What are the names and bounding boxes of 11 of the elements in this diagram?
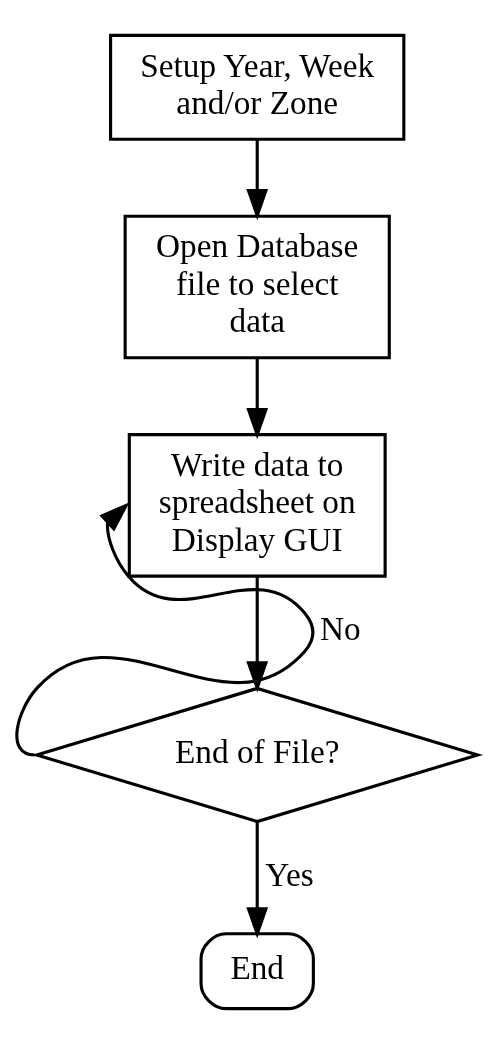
arrow	[246, 358, 269, 440]
arrow	[15, 502, 315, 757]
arrow	[246, 576, 269, 693]
arrow	[246, 821, 269, 939]
node-box: Write data to spreadsheet on Display GUI	[127, 433, 387, 578]
arrow	[246, 139, 269, 221]
edge-label: Yes	[265, 855, 314, 893]
node-box: End	[199, 932, 315, 1011]
edge-label: No	[320, 610, 361, 648]
node-box: Setup Year, Week and/or Zone	[109, 33, 406, 141]
node-box: Open Database file to select data	[123, 214, 391, 360]
